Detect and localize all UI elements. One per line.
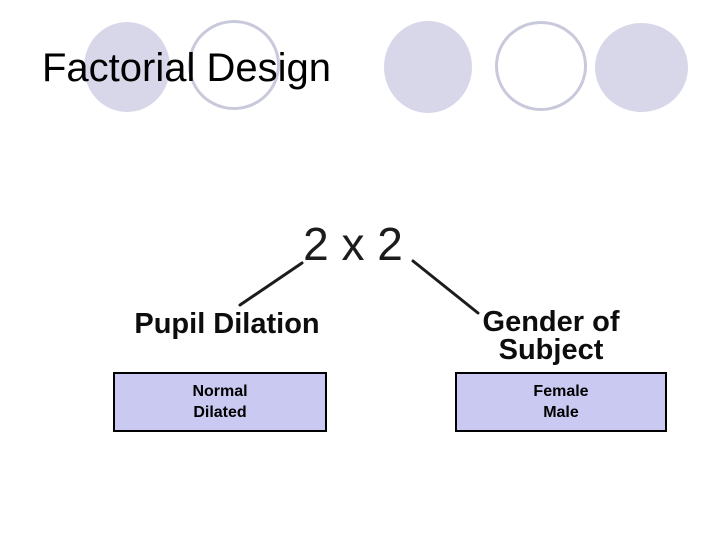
- level-label-dilated: Dilated: [193, 404, 247, 421]
- level-label-female: Female: [533, 383, 589, 400]
- factor-name-line-1: Gender of: [482, 306, 620, 338]
- factor-name-gender-of-subject: Gender of Subject: [451, 306, 651, 366]
- levels-box-pupil-dilation: Normal Dilated: [113, 372, 327, 432]
- level-label-normal: Normal: [192, 383, 248, 400]
- factor-name-pupil-dilation: Pupil Dilation: [134, 308, 320, 340]
- factor-name-line-2: Subject: [498, 334, 604, 366]
- connector-line-left: [238, 261, 304, 307]
- levels-box-gender: Female Male: [455, 372, 667, 432]
- decorative-circle-1: [84, 22, 170, 112]
- design-size-label: 2 x 2: [303, 218, 403, 270]
- decorative-circle-5: [595, 23, 688, 112]
- decorative-circle-4: [495, 21, 587, 111]
- slide-title: Factorial Design: [42, 46, 332, 90]
- level-label-male: Male: [543, 404, 579, 421]
- decorative-circle-3: [384, 21, 472, 113]
- connector-line-right: [411, 259, 480, 315]
- decorative-circle-2: [188, 20, 280, 110]
